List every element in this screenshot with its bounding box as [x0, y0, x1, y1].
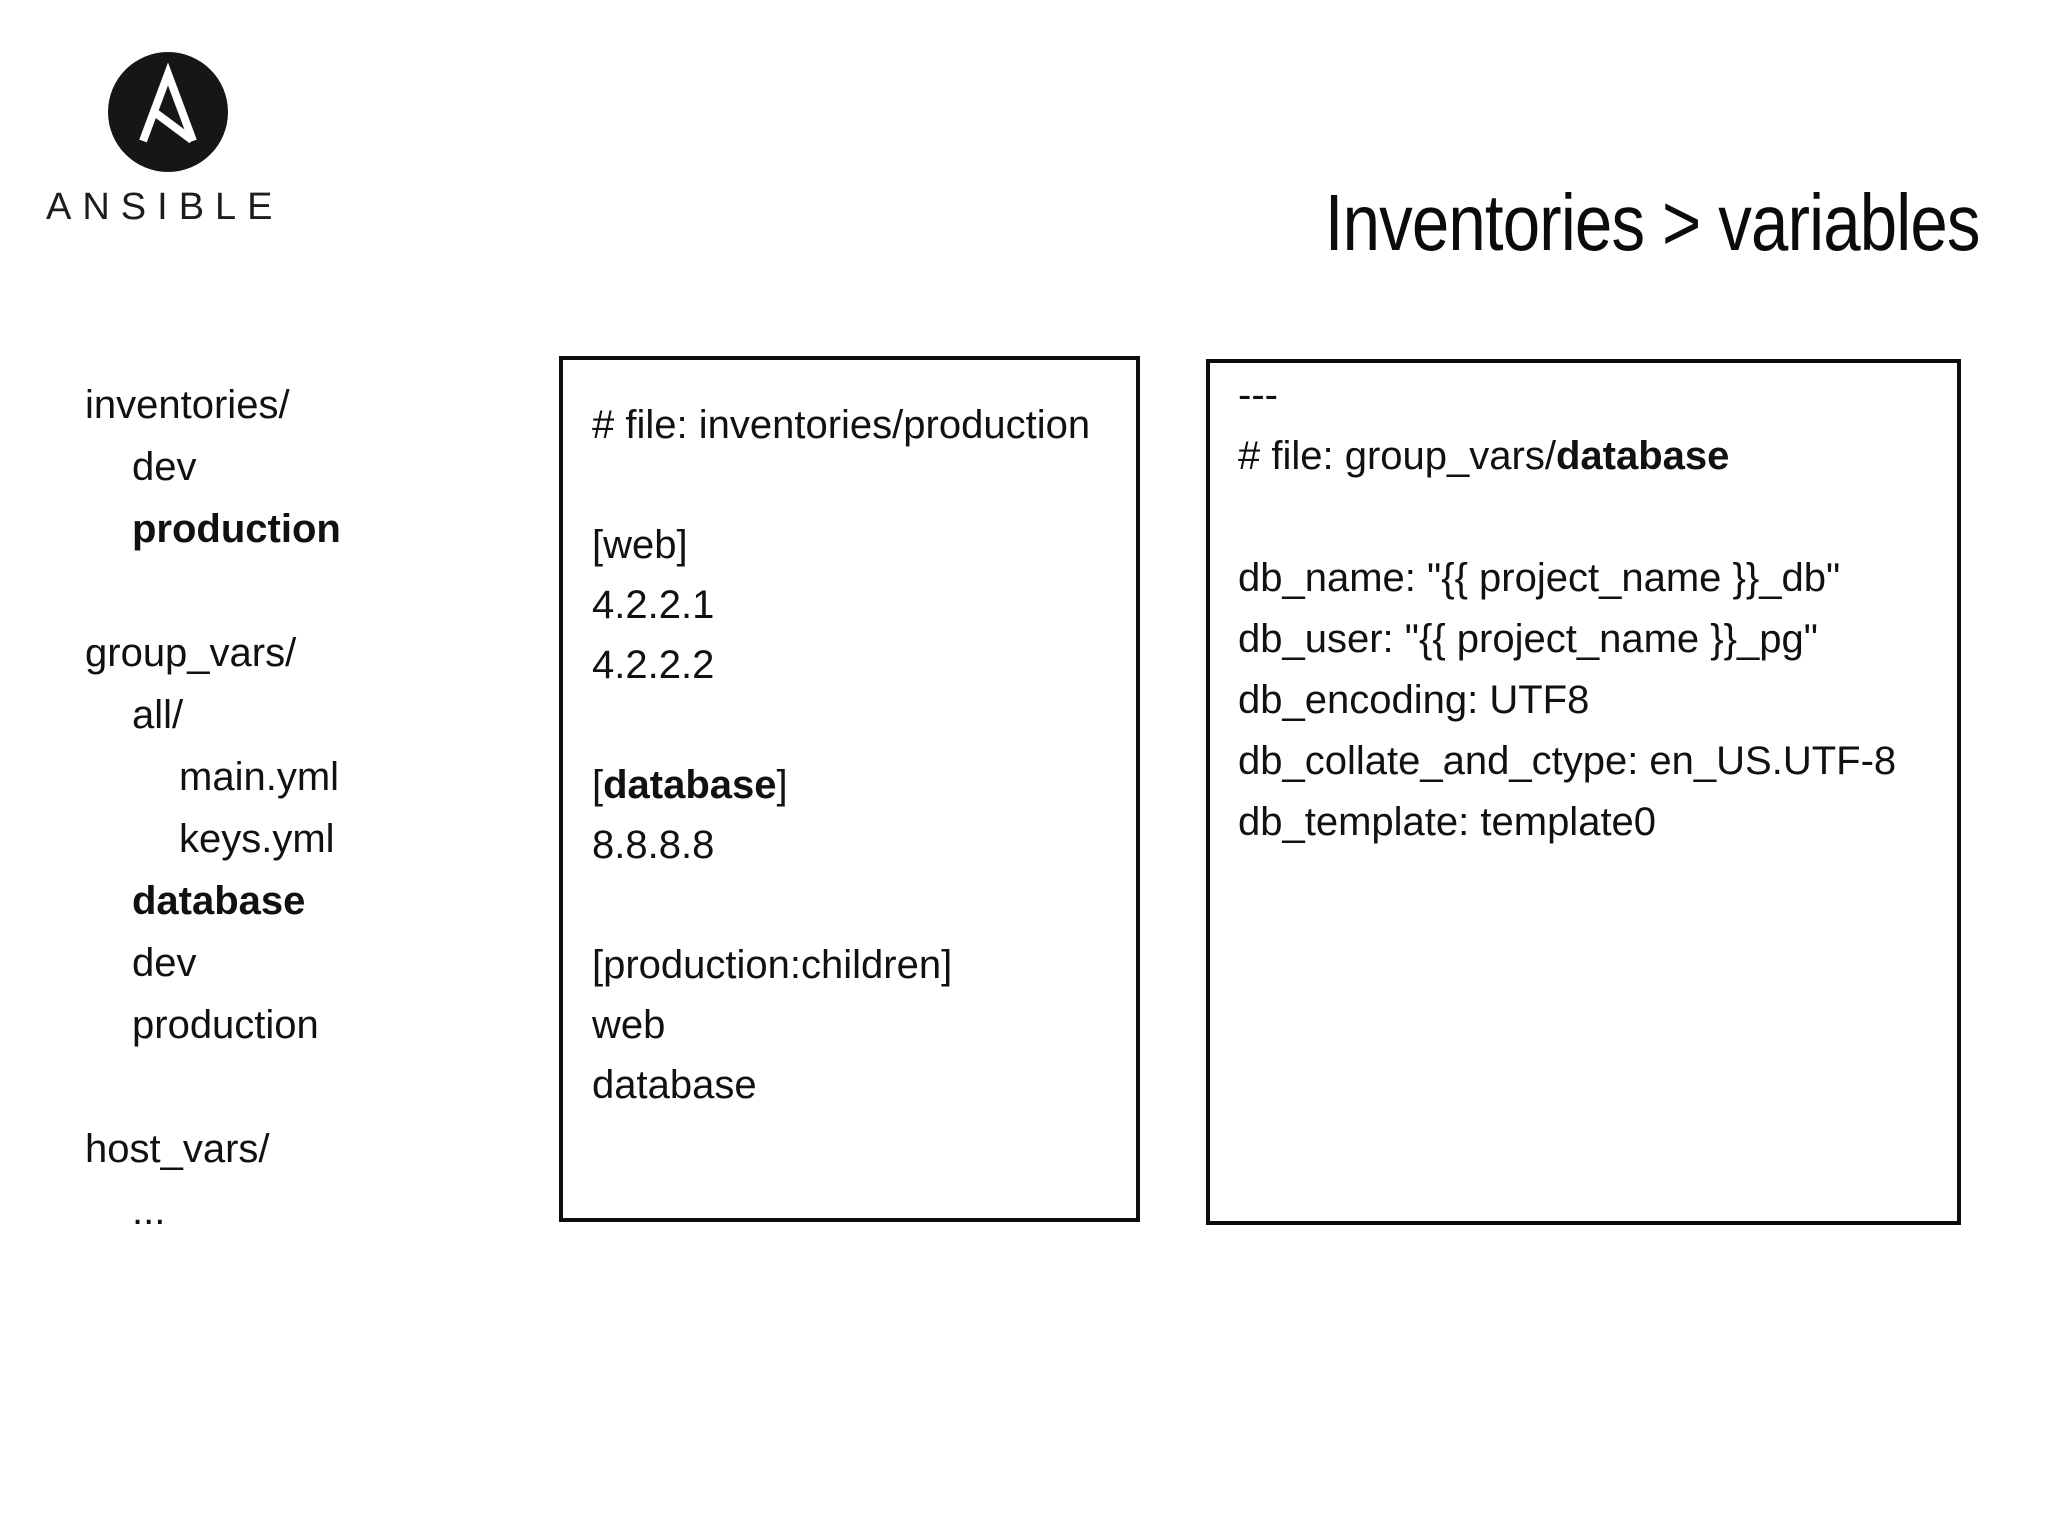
- tree-item: group_vars/: [85, 631, 297, 675]
- code-text: # file: group_vars/: [1238, 434, 1556, 478]
- code-line: db_name: "{{ project_name }}_db": [1238, 548, 1947, 609]
- code-text: db_encoding: UTF8: [1238, 678, 1590, 722]
- code-text: # file: inventories/production: [592, 403, 1091, 447]
- code-line: [production:children]: [592, 935, 1126, 995]
- code-text: ]: [776, 763, 788, 807]
- code-line: # file: group_vars/database: [1238, 426, 1947, 487]
- code-text: 4.2.2.2: [592, 643, 715, 687]
- code-text: [production:children]: [592, 943, 953, 987]
- code-text: database: [592, 1063, 757, 1107]
- code-text: db_template: template0: [1238, 800, 1657, 844]
- code-text: [web]: [592, 523, 688, 567]
- code-line: [web]: [592, 515, 1126, 575]
- tree-item: main.yml: [179, 755, 340, 799]
- tree-spacer: [85, 1056, 341, 1118]
- code-text: 4.2.2.1: [592, 583, 715, 627]
- tree-item: host_vars/: [85, 1127, 270, 1171]
- code-text: web: [592, 1003, 666, 1047]
- code-line: # file: inventories/production: [592, 395, 1126, 455]
- tree-item: dev: [132, 445, 197, 489]
- code-text: database: [603, 763, 777, 807]
- code-line: db_user: "{{ project_name }}_pg": [1238, 609, 1947, 670]
- code-line: 4.2.2.1: [592, 575, 1126, 635]
- code-line: database: [592, 1055, 1126, 1115]
- ansible-logo-icon: [107, 51, 229, 173]
- code-text: database: [1555, 434, 1730, 478]
- code-line: web: [592, 995, 1126, 1055]
- code-line: 8.8.8.8: [592, 815, 1126, 875]
- tree-item: inventories/: [85, 383, 290, 427]
- tree-item: keys.yml: [179, 817, 335, 861]
- inventory-file-box: # file: inventories/production [web]4.2.…: [559, 356, 1140, 1222]
- code-line: db_collate_and_ctype: en_US.UTF-8: [1238, 731, 1947, 792]
- page-title: Inventories > variables: [1325, 177, 1981, 267]
- file-tree: inventories/dev production group_vars/all…: [85, 374, 341, 1242]
- tree-item: ...: [132, 1189, 166, 1233]
- group-vars-file-box: --- # file: group_vars/database db_name: …: [1206, 359, 1961, 1225]
- tree-item: dev: [132, 941, 197, 985]
- code-line: db_encoding: UTF8: [1238, 670, 1947, 731]
- code-line: [database]: [592, 755, 1126, 815]
- code-text: db_user: "{{ project_name }}_pg": [1238, 617, 1818, 661]
- code-text: db_name: "{{ project_name }}_db": [1238, 556, 1841, 600]
- code-spacer: [592, 875, 1126, 935]
- tree-item: production: [132, 1003, 319, 1047]
- code-spacer: [1238, 487, 1947, 548]
- tree-item: database: [132, 879, 306, 923]
- ansible-wordmark: ANSIBLE: [46, 186, 284, 228]
- code-text: db_collate_and_ctype: en_US.UTF-8: [1238, 739, 1897, 783]
- code-line: ---: [1238, 365, 1947, 426]
- code-line: 4.2.2.2: [592, 635, 1126, 695]
- code-text: 8.8.8.8: [592, 823, 715, 867]
- code-spacer: [592, 695, 1126, 755]
- code-text: ---: [1238, 373, 1278, 417]
- code-line: db_template: template0: [1238, 792, 1947, 853]
- tree-item: all/: [132, 693, 184, 737]
- tree-item: production: [132, 507, 341, 551]
- tree-spacer: [85, 560, 341, 622]
- code-spacer: [592, 455, 1126, 515]
- code-text: [: [592, 763, 604, 807]
